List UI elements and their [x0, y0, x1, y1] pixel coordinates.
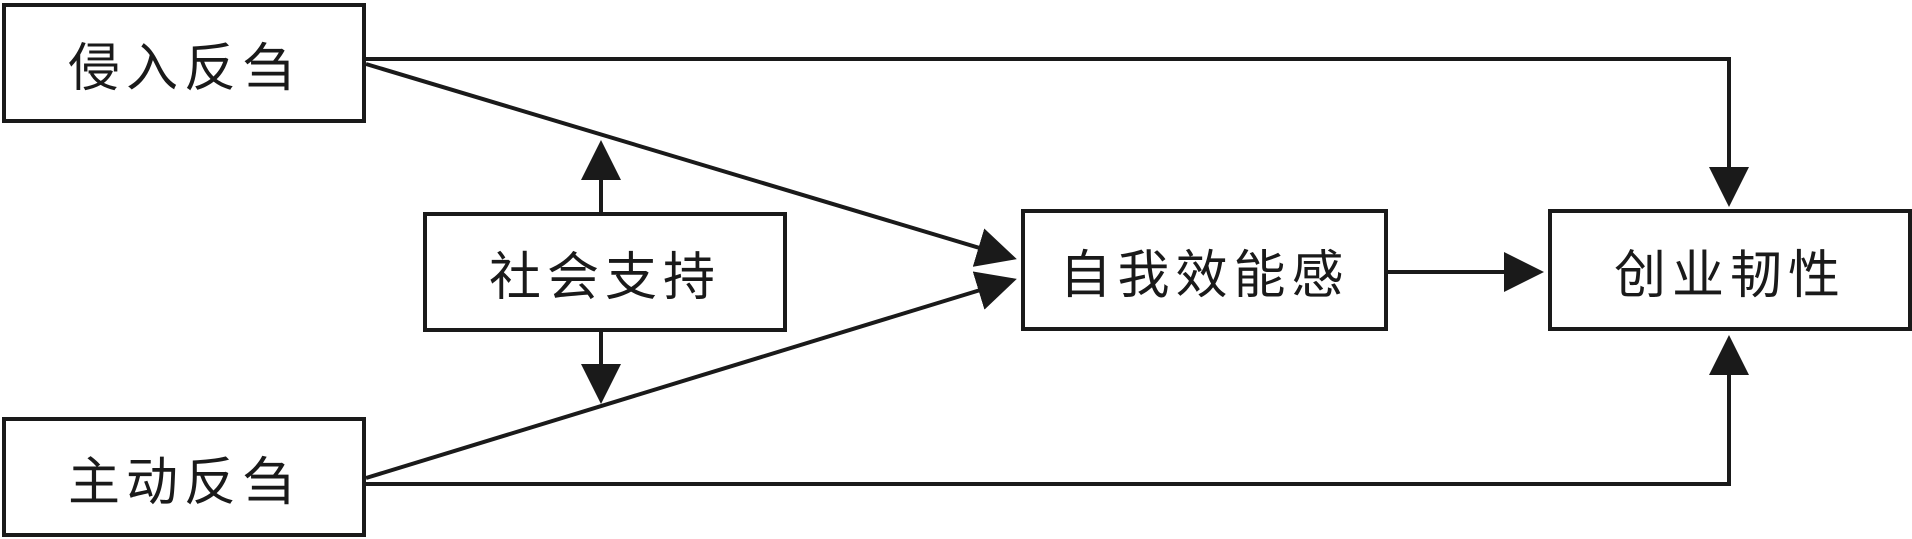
arrow-proactive-to-resilience — [366, 335, 1749, 486]
arrow-intrusive-to-resilience — [366, 57, 1749, 207]
node-intrusive-rumination: 侵入反刍 — [2, 3, 366, 123]
arrow-proactive-to-efficacy — [365, 271, 1017, 480]
node-proactive-rumination: 主动反刍 — [2, 417, 366, 537]
arrow-intrusive-to-efficacy — [365, 62, 1017, 267]
node-entrepreneurial-resilience: 创业韧性 — [1548, 209, 1912, 331]
node-label: 社会支持 — [488, 247, 721, 308]
node-social-support: 社会支持 — [423, 212, 787, 332]
node-self-efficacy: 自我效能感 — [1021, 209, 1388, 331]
node-label: 侵入反刍 — [67, 38, 300, 99]
node-label: 自我效能感 — [1059, 245, 1350, 306]
node-label: 创业韧性 — [1613, 245, 1846, 306]
node-label: 主动反刍 — [67, 452, 300, 513]
